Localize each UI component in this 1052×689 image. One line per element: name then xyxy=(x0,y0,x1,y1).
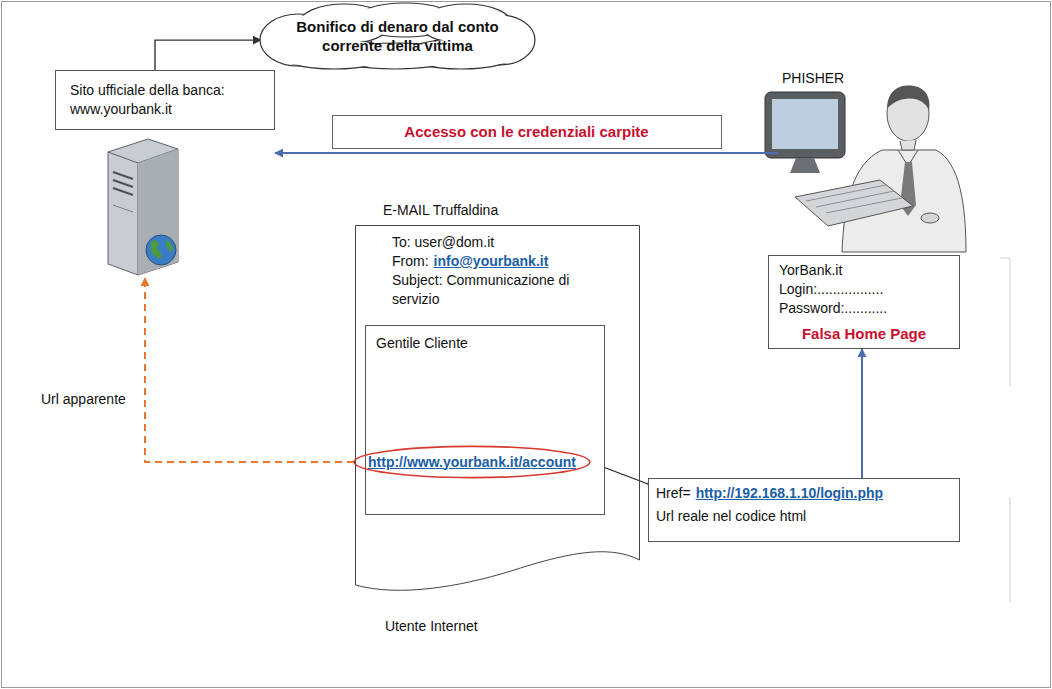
node-text: Login:................. xyxy=(779,281,883,297)
text-row: http://www.yourbank.it/account xyxy=(368,453,576,472)
text-holder: http://www.yourbank.it/account xyxy=(368,453,576,472)
connector-line xyxy=(155,40,261,70)
node-text: To: user@dom.it xyxy=(392,234,494,250)
text-row: Login:................. xyxy=(779,280,949,299)
node-text: YorBank.it xyxy=(779,262,842,278)
node-text: Gentile Cliente xyxy=(376,335,468,351)
text-row: Bonifico di denaro dal conto corrente de… xyxy=(278,17,518,55)
text-row: Href= http://192.168.1.10/login.php xyxy=(656,484,952,503)
text-row: Falsa Home Page xyxy=(779,324,949,343)
link-ellipse: http://www.yourbank.it/account xyxy=(353,445,591,479)
text-row: To: user@dom.it xyxy=(392,233,603,252)
connector-line xyxy=(861,349,863,478)
connector xyxy=(862,349,863,478)
fake-login-page: YorBank.itLogin:................. Passwor… xyxy=(768,255,960,349)
email-body-box: Gentile Cliente http://www.yourbank.it/ac… xyxy=(365,325,605,515)
edge-label: Url apparente xyxy=(39,390,128,408)
server-icon xyxy=(108,139,178,275)
node-text: http://192.168.1.10/login.php xyxy=(696,485,883,501)
text-row: PHISHER xyxy=(782,69,943,88)
edge-label-box: Accesso con le credenziali carpite xyxy=(332,115,722,149)
text-row: Password:........... xyxy=(779,299,949,318)
node-text: Subject: Communicazione di servizio xyxy=(392,272,569,307)
text-holder: Bonifico di denaro dal conto corrente de… xyxy=(278,17,518,55)
cloud-shape: Bonifico di denaro dal conto corrente de… xyxy=(258,2,537,70)
text-row: Gentile Cliente xyxy=(376,334,594,353)
email-document: To: user@dom.itFrom: info@yourbank.itSubj… xyxy=(355,225,640,600)
node-text: http://www.yourbank.it/account xyxy=(368,454,576,470)
real-url-box: Href= http://192.168.1.10/login.phpUrl re… xyxy=(648,478,960,542)
cloud-outline xyxy=(258,2,537,70)
node-text: PHISHER xyxy=(782,70,844,86)
phisher-figure: PHISHER xyxy=(760,66,965,251)
node-text: Url reale nel codice html xyxy=(656,508,806,524)
side-marks xyxy=(1000,258,1010,602)
connector-line xyxy=(145,278,354,462)
connector-line xyxy=(275,152,778,154)
node-text: Sito ufficiale della banca: www.yourbank… xyxy=(70,82,225,117)
node-text: info@yourbank.it xyxy=(434,253,549,269)
text-row: YorBank.it xyxy=(779,261,949,280)
text-row: Sito ufficiale della banca: www.yourbank… xyxy=(70,81,260,119)
node-text: Falsa Home Page xyxy=(802,325,926,342)
connector xyxy=(275,153,778,154)
node-text: From: xyxy=(392,253,429,269)
node-caption: E-MAIL Truffaldina xyxy=(383,201,498,220)
phisher-illustration xyxy=(765,86,966,252)
text-row: From: info@yourbank.it xyxy=(392,252,603,271)
node-caption: Utente Internet xyxy=(385,617,478,636)
node-text: Href= xyxy=(656,485,691,501)
text-row: Url reale nel codice html xyxy=(656,507,952,526)
bank-site-box: Sito ufficiale della banca: www.yourbank… xyxy=(55,70,275,130)
node-text: Bonifico di denaro dal conto corrente de… xyxy=(278,17,518,55)
connector xyxy=(145,278,354,462)
text-row: Subject: Communicazione di servizio xyxy=(392,271,603,309)
node-text: Password:........... xyxy=(779,300,887,316)
connector xyxy=(155,40,261,70)
